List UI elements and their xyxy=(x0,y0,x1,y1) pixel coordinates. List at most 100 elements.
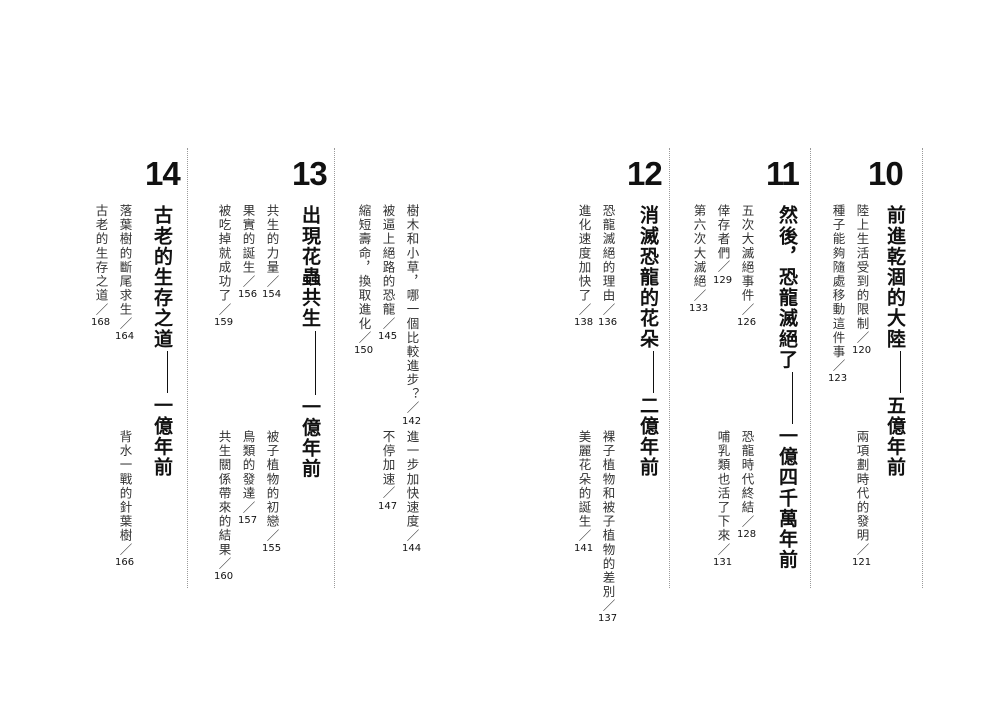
chapter-title-main: 古老的生存之道 xyxy=(151,205,173,350)
toc-entry-text: 進化速度加快了 xyxy=(576,204,592,303)
page-number: 137 xyxy=(598,613,618,625)
toc-entry[interactable]: 被逼上絕路的恐龍 ／ 145 xyxy=(378,204,397,342)
toc-entry-text: 哺乳類也活了下來 xyxy=(715,430,731,543)
page-number: 155 xyxy=(262,542,282,554)
page-number: 121 xyxy=(852,556,872,568)
slash-separator: ／ xyxy=(830,359,846,374)
toc-entry[interactable]: 美麗花朵的誕生 ／ 141 xyxy=(574,430,593,554)
toc-entry[interactable]: 第六次大滅絕 ／ 133 xyxy=(689,204,708,314)
slash-separator: ／ xyxy=(240,500,256,515)
toc-entry[interactable]: 樹木和小草，哪一個比較進步？ ／ 142 xyxy=(402,204,421,427)
slash-separator: ／ xyxy=(854,330,870,346)
toc-entry-text: 不停加速 xyxy=(380,430,396,487)
toc-entry-text: 共生關係帶來的結果 xyxy=(216,430,232,557)
toc-entry[interactable]: 裸子植物和被子植物的差別 ／ 137 xyxy=(598,430,617,624)
slash-separator: ／ xyxy=(216,556,232,572)
slash-separator: ／ xyxy=(600,599,616,614)
chapter-title-main: 消滅恐龍的花朵 xyxy=(637,205,659,350)
page-number: 144 xyxy=(402,542,422,554)
em-dash-line xyxy=(652,351,654,394)
slash-separator: ／ xyxy=(691,288,707,303)
toc-entry-text: 被子植物的初戀 xyxy=(264,430,280,529)
slash-separator: ／ xyxy=(739,302,755,317)
toc-entry[interactable]: 共生的力量 ／ 154 xyxy=(262,204,281,300)
toc-entry[interactable]: 陸上生活受到的限制 ／ 120 xyxy=(852,204,871,356)
page-number: 156 xyxy=(238,288,258,300)
toc-entry[interactable]: 進化速度加快了 ／ 138 xyxy=(574,204,593,328)
toc-entry[interactable]: 進一步加快速度 ／ 144 xyxy=(402,430,421,554)
toc-entry[interactable]: 恐龍時代終結 ／ 128 xyxy=(737,430,756,540)
slash-separator: ／ xyxy=(240,274,256,289)
chapter-title-era: 一億年前 xyxy=(299,396,321,480)
chapter-title-era: 五億年前 xyxy=(884,395,906,478)
toc-entry-text: 五次大滅絕事件 xyxy=(739,204,755,303)
toc-entry-text: 背水一戰的針葉樹 xyxy=(117,430,133,543)
page-number: 136 xyxy=(598,316,618,328)
toc-entry[interactable]: 倖存者們 ／ 129 xyxy=(713,204,732,286)
toc-entry-text: 美麗花朵的誕生 xyxy=(576,430,592,529)
toc-entry[interactable]: 古老的生存之道 ／ 168 xyxy=(91,204,110,328)
toc-entry-text: 被吃掉就成功了 xyxy=(216,204,232,303)
chapter-number: 13 xyxy=(292,155,328,192)
slash-separator: ／ xyxy=(117,316,133,331)
toc-entry-text: 陸上生活受到的限制 xyxy=(854,204,870,331)
divider-12-13 xyxy=(334,148,335,588)
toc-entry[interactable]: 恐龍滅絕的理由 ／ 136 xyxy=(598,204,617,328)
page-number: 126 xyxy=(737,316,757,328)
chapter-title-main: 然後，恐龍滅絕了 xyxy=(776,205,798,370)
toc-entry[interactable]: 兩項劃時代的發明 ／ 121 xyxy=(852,430,871,568)
page-number: 150 xyxy=(354,345,374,357)
slash-separator: ／ xyxy=(576,302,592,317)
toc-entry[interactable]: 被吃掉就成功了 ／ 159 xyxy=(214,204,233,328)
page-number: 164 xyxy=(115,330,135,342)
page-number: 142 xyxy=(402,415,422,427)
slash-separator: ／ xyxy=(264,274,280,289)
slash-separator: ／ xyxy=(93,302,109,317)
slash-separator: ／ xyxy=(216,302,232,317)
page-number: 128 xyxy=(737,528,757,540)
page-number: 154 xyxy=(262,288,282,300)
toc-entry[interactable]: 鳥類的發達 ／ 157 xyxy=(238,430,257,526)
slash-separator: ／ xyxy=(854,542,870,557)
chapter-title-main: 前進乾涸的大陸 xyxy=(884,205,906,350)
chapter-number: 10 xyxy=(868,155,904,192)
divider-right xyxy=(922,148,923,588)
toc-entry[interactable]: 果實的誕生 ／ 156 xyxy=(238,204,257,300)
toc-entry[interactable]: 落葉樹的斷尾求生 ／ 164 xyxy=(115,204,134,342)
chapter-title: 古老的生存之道一億年前 xyxy=(150,205,174,478)
chapter-number: 14 xyxy=(145,155,181,192)
toc-entry-text: 果實的誕生 xyxy=(240,204,256,275)
toc-entry[interactable]: 背水一戰的針葉樹 ／ 166 xyxy=(115,430,134,568)
toc-entry[interactable]: 種子能夠隨處移動這件事 ／ 123 xyxy=(828,204,847,384)
page-number: 159 xyxy=(214,316,234,328)
slash-separator: ／ xyxy=(404,528,420,543)
page-number: 129 xyxy=(713,274,733,286)
toc-entry-text: 進一步加快速度 xyxy=(404,430,420,529)
toc-entry[interactable]: 縮短壽命，換取進化 ／ 150 xyxy=(354,204,373,356)
em-dash-line xyxy=(791,371,793,424)
chapter-title-era: 一億年前 xyxy=(151,395,173,478)
page-number: 168 xyxy=(91,316,111,328)
toc-entry[interactable]: 五次大滅絕事件 ／ 126 xyxy=(737,204,756,328)
slash-separator: ／ xyxy=(380,486,396,501)
chapter-title: 前進乾涸的大陸五億年前 xyxy=(883,205,907,478)
toc-entry-text: 第六次大滅絕 xyxy=(691,204,707,289)
toc-entry-text: 恐龍時代終結 xyxy=(739,430,755,515)
page-number: 120 xyxy=(852,345,872,357)
slash-separator: ／ xyxy=(356,330,372,346)
chapter-title-era: 二億年前 xyxy=(637,395,659,478)
chapter-number: 11 xyxy=(766,155,800,192)
slash-separator: ／ xyxy=(380,316,396,331)
toc-entry[interactable]: 不停加速 ／ 147 xyxy=(378,430,397,512)
toc-entry[interactable]: 哺乳類也活了下來 ／ 131 xyxy=(713,430,732,568)
toc-entry-text: 古老的生存之道 xyxy=(93,204,109,303)
slash-separator: ／ xyxy=(404,401,420,416)
page-number: 160 xyxy=(214,571,234,583)
slash-separator: ／ xyxy=(600,302,616,317)
page-number: 131 xyxy=(713,556,733,568)
toc-entry[interactable]: 被子植物的初戀 ／ 155 xyxy=(262,430,281,554)
page-number: 145 xyxy=(378,330,398,342)
toc-entry-text: 裸子植物和被子植物的差別 xyxy=(600,430,616,600)
slash-separator: ／ xyxy=(739,514,755,529)
toc-entry[interactable]: 共生關係帶來的結果 ／ 160 xyxy=(214,430,233,582)
